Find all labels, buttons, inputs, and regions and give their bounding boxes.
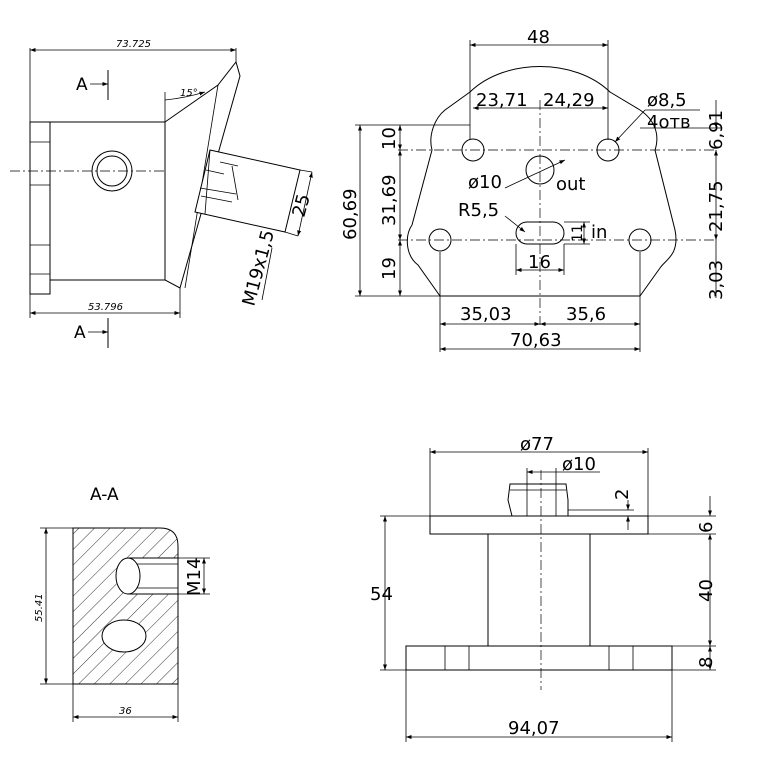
- thread-label: M19x1,5: [239, 228, 279, 309]
- flange-outline: [406, 66, 677, 297]
- slot-height-label: 11: [570, 224, 586, 242]
- section-cavity: [101, 619, 147, 653]
- spacing-left-label: 23,71: [476, 90, 528, 111]
- side-flange-plate: [29, 121, 51, 295]
- base-width-label: 94,07: [508, 718, 560, 739]
- base-thickness-label: 8: [696, 657, 717, 668]
- slot-radius-label: R5,5: [458, 200, 499, 221]
- right-mid-label: 21,75: [706, 180, 727, 232]
- front-base: [405, 645, 673, 671]
- section-height-label: 55.41: [34, 593, 45, 622]
- side-view: 73.725 15° 25 M19x1,5 53.796 A A: [10, 39, 315, 348]
- front-top-flange: [429, 515, 649, 535]
- hole-count-label: 4отв: [647, 112, 691, 133]
- height-bottom-label: 19: [379, 257, 400, 280]
- hole-diameter-label: ø8,5: [647, 90, 687, 111]
- flange-view: 48 23,71 24,29 ø8,5 4отв 6,91 21,75 3,03…: [340, 27, 727, 352]
- side-main-body: [49, 121, 166, 281]
- port-dim-label: 25: [289, 192, 315, 220]
- total-height-label: 54: [370, 584, 393, 605]
- height-total-label: 60,69: [340, 188, 361, 240]
- slot-width-label: 16: [528, 252, 551, 273]
- top-diameter-label: ø77: [520, 434, 554, 455]
- front-body: [487, 533, 591, 647]
- section-thread-label: M14: [184, 558, 205, 596]
- section-hatched-body: [72, 527, 179, 685]
- offset-top-right-label: 6,91: [706, 110, 727, 150]
- section-width-label: 36: [119, 706, 132, 717]
- front-view: ø77 ø10 2 6 40 8 54 94,07: [370, 434, 717, 742]
- overall-length-label: 73.725: [116, 39, 151, 50]
- section-mark-bottom: A: [74, 323, 86, 343]
- out-diameter-label: ø10: [468, 172, 502, 193]
- out-label: out: [556, 174, 585, 195]
- boss-height-label: 2: [612, 489, 633, 500]
- section-view: A-A M14 55.41 36: [34, 485, 210, 722]
- body-height-label: 40: [696, 579, 717, 602]
- spacing-right-label: 24,29: [543, 90, 595, 111]
- angle-label: 15°: [180, 88, 198, 99]
- height-top-label: 10: [379, 127, 400, 150]
- bottom-left-label: 35,03: [460, 304, 512, 325]
- flange-thickness-label: 6: [696, 522, 717, 533]
- side-threaded-port: [194, 149, 301, 233]
- height-mid-label: 31,69: [379, 174, 400, 226]
- section-title: A-A: [90, 485, 119, 505]
- section-mark-top: A: [76, 75, 88, 95]
- in-label: in: [591, 222, 607, 243]
- bottom-right-label: 35,6: [566, 304, 606, 325]
- right-bottom-label: 3,03: [706, 260, 727, 300]
- front-boss: [507, 483, 569, 517]
- bore-diameter-label: ø10: [562, 454, 596, 475]
- width-top-label: 48: [527, 27, 550, 48]
- base-length-label: 53.796: [88, 302, 123, 313]
- bottom-total-label: 70,63: [510, 330, 562, 351]
